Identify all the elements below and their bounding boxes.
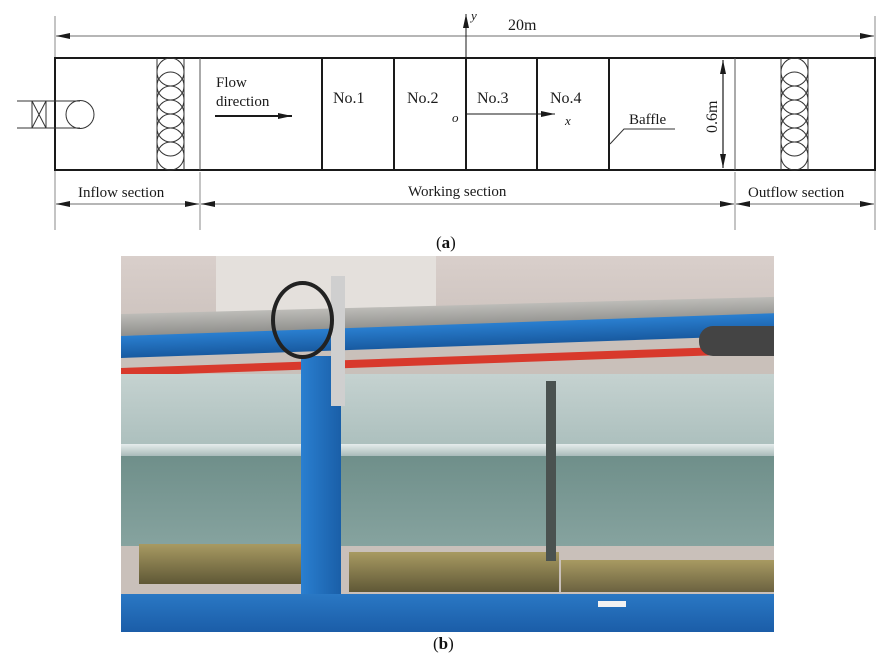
cable-coil (271, 281, 334, 359)
working-section-label: Working section (408, 184, 507, 200)
glass-tank-upper (121, 374, 774, 454)
x-axis-label: x (564, 113, 571, 128)
water-body (121, 456, 774, 546)
panel-a-caption: (a) (436, 233, 456, 252)
y-axis-label: y (469, 8, 477, 23)
baffle-label: Baffle (629, 112, 667, 128)
station-no3: No.3 (477, 90, 509, 107)
baffle-leader-line (609, 128, 675, 145)
inflow-honeycomb (156, 57, 185, 171)
panel-a-letter: a (441, 233, 451, 252)
height-dimension-label: 0.6m (704, 100, 721, 133)
flow-direction-label-2: direction (216, 94, 270, 110)
station-dividers (321, 58, 610, 170)
flume-schematic: 20m y Flow direction No.1 No (17, 8, 876, 230)
inlet-pipe (17, 100, 95, 129)
probe-mount (331, 276, 345, 406)
inflow-section-label: Inflow section (78, 185, 165, 201)
outlet-pipe (699, 326, 774, 356)
station-no2: No.2 (407, 90, 439, 107)
station-no4: No.4 (550, 90, 582, 107)
origin-label: o (452, 110, 459, 125)
length-dimension-label: 20m (508, 17, 537, 34)
panel-b-letter: b (438, 634, 449, 653)
water-surface (121, 444, 774, 458)
floor-slab-middle (349, 552, 559, 592)
flume-photograph (121, 256, 774, 632)
station-no1: No.1 (333, 90, 365, 107)
panel-b-caption: (b) (433, 634, 454, 653)
floor-slab-right (561, 560, 774, 592)
outflow-honeycomb (780, 57, 809, 171)
blue-base-beam (121, 594, 774, 632)
flow-direction-label-1: Flow (216, 75, 247, 91)
glass-divider (546, 381, 556, 561)
floor-slab-left (139, 544, 309, 584)
outflow-section-label: Outflow section (748, 185, 845, 201)
base-tag (598, 601, 626, 607)
